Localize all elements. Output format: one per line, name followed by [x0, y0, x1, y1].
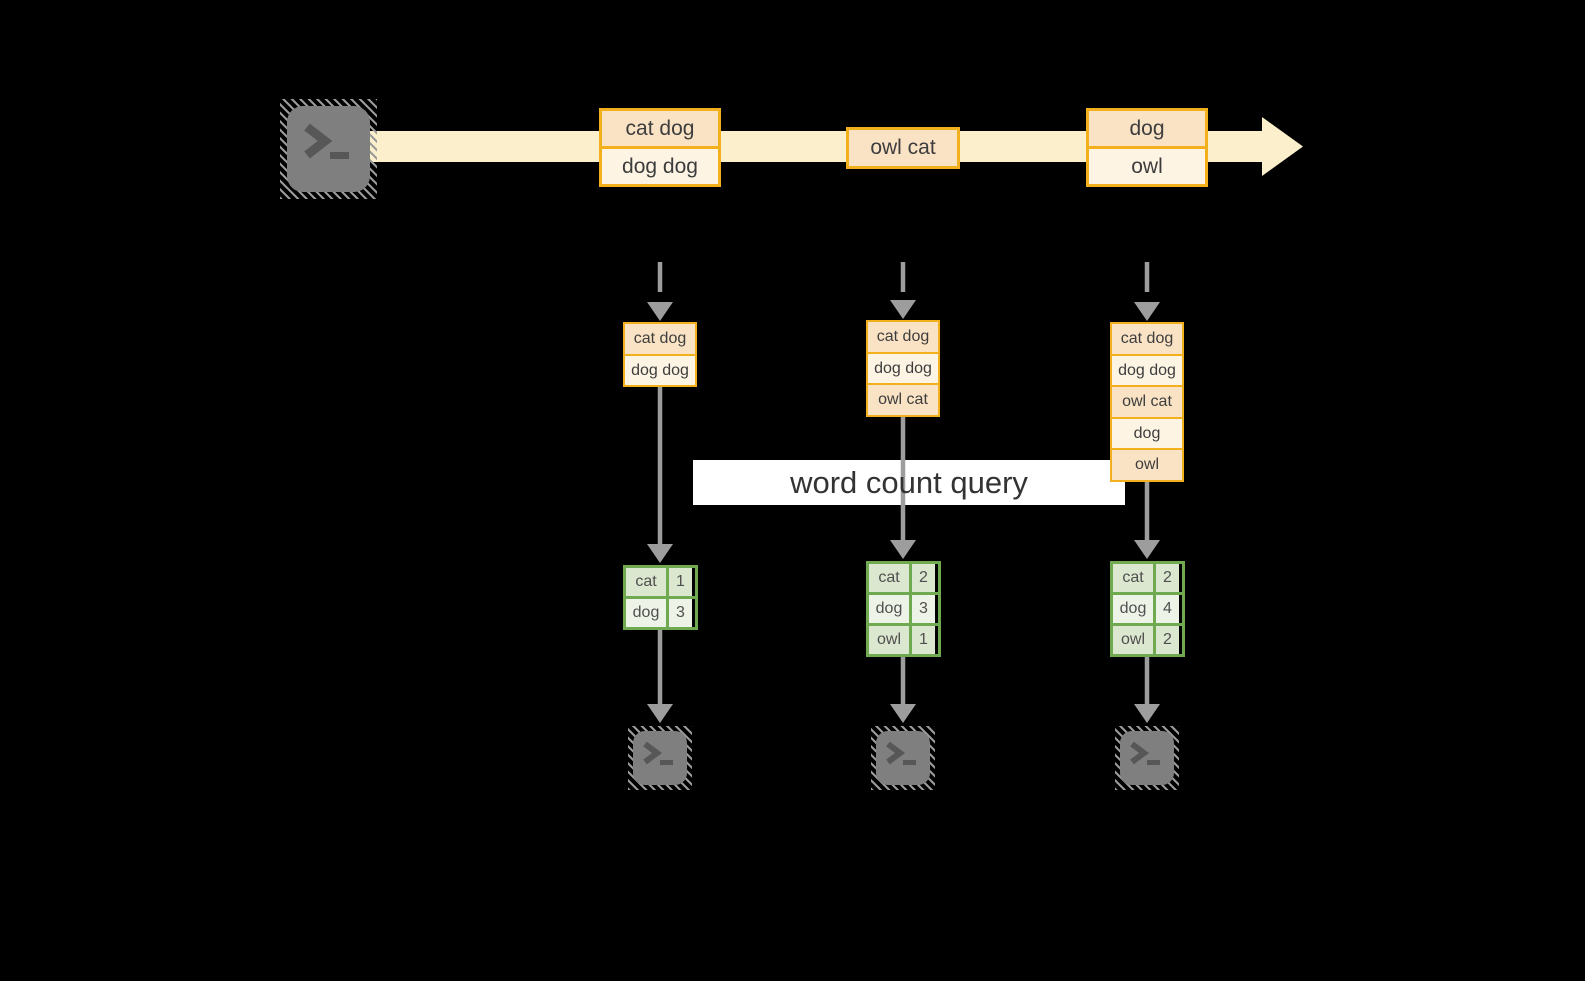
- buffer-item: owl cat: [868, 383, 938, 415]
- count-cell: 1: [912, 626, 935, 654]
- event-line: cat dog: [602, 111, 718, 146]
- source-terminal-icon: [280, 99, 377, 199]
- table-row: cat 1: [626, 568, 695, 596]
- event-line: owl cat: [849, 130, 957, 166]
- terminal-icon: [1120, 731, 1174, 785]
- buffer-item: dog dog: [868, 351, 938, 383]
- arrowhead-icon: [890, 540, 916, 559]
- count-cell: 3: [669, 599, 692, 627]
- stream-arrowhead-icon: [1262, 117, 1303, 176]
- word-cell: cat: [626, 568, 669, 596]
- table-row: owl 2: [1113, 623, 1182, 654]
- word-cell: dog: [626, 599, 669, 627]
- count-table-3: cat 2 dog 4 owl 2: [1110, 561, 1185, 657]
- count-cell: 1: [669, 568, 692, 596]
- table-row: dog 3: [869, 592, 938, 623]
- buffer-item: cat dog: [625, 324, 695, 354]
- arrowhead-icon: [647, 704, 673, 723]
- count-cell: 2: [1156, 564, 1179, 592]
- event-line: dog dog: [602, 146, 718, 184]
- buffer-item: owl cat: [1112, 385, 1182, 417]
- buffer-stack-1: cat dog dog dog: [623, 322, 697, 387]
- sink-terminal-icon-2: [871, 726, 935, 790]
- terminal-icon: [876, 731, 930, 785]
- count-cell: 2: [912, 564, 935, 592]
- word-cell: owl: [869, 626, 912, 654]
- event-box-2: owl cat: [846, 127, 960, 169]
- buffer-stack-2: cat dog dog dog owl cat: [866, 320, 940, 417]
- dashed-arrowhead-3-icon: [1134, 302, 1160, 321]
- terminal-icon: [287, 106, 370, 192]
- sink-terminal-icon-1: [628, 726, 692, 790]
- arrowhead-icon: [1134, 540, 1160, 559]
- dashed-arrowhead-1-icon: [647, 302, 673, 321]
- count-cell: 3: [912, 595, 935, 623]
- table-row: owl 1: [869, 623, 938, 654]
- buffer-item: cat dog: [868, 322, 938, 352]
- buffer-item: dog dog: [625, 353, 695, 385]
- event-line: owl: [1089, 146, 1205, 184]
- table-row: dog 3: [626, 596, 695, 627]
- count-table-2: cat 2 dog 3 owl 1: [866, 561, 941, 657]
- table-row: cat 2: [1113, 564, 1182, 592]
- buffer-item: dog dog: [1112, 353, 1182, 385]
- word-cell: dog: [1113, 595, 1156, 623]
- word-cell: cat: [1113, 564, 1156, 592]
- event-box-1: cat dog dog dog: [599, 108, 721, 187]
- terminal-icon: [633, 731, 687, 785]
- buffer-item: dog: [1112, 416, 1182, 448]
- dashed-arrowhead-2-icon: [890, 300, 916, 319]
- word-cell: cat: [869, 564, 912, 592]
- arrowhead-icon: [890, 704, 916, 723]
- count-table-1: cat 1 dog 3: [623, 565, 698, 630]
- arrowhead-icon: [1134, 704, 1160, 723]
- query-label: word count query: [790, 465, 1028, 500]
- event-box-3: dog owl: [1086, 108, 1208, 187]
- word-cell: owl: [1113, 626, 1156, 654]
- query-label-box: [693, 460, 1125, 505]
- table-row: cat 2: [869, 564, 938, 592]
- event-line: dog: [1089, 111, 1205, 146]
- buffer-item: cat dog: [1112, 324, 1182, 354]
- word-cell: dog: [869, 595, 912, 623]
- arrowhead-icon: [647, 544, 673, 563]
- buffer-stack-3: cat dog dog dog owl cat dog owl: [1110, 322, 1184, 482]
- count-cell: 4: [1156, 595, 1179, 623]
- count-cell: 2: [1156, 626, 1179, 654]
- table-row: dog 4: [1113, 592, 1182, 623]
- sink-terminal-icon-3: [1115, 726, 1179, 790]
- buffer-item: owl: [1112, 448, 1182, 480]
